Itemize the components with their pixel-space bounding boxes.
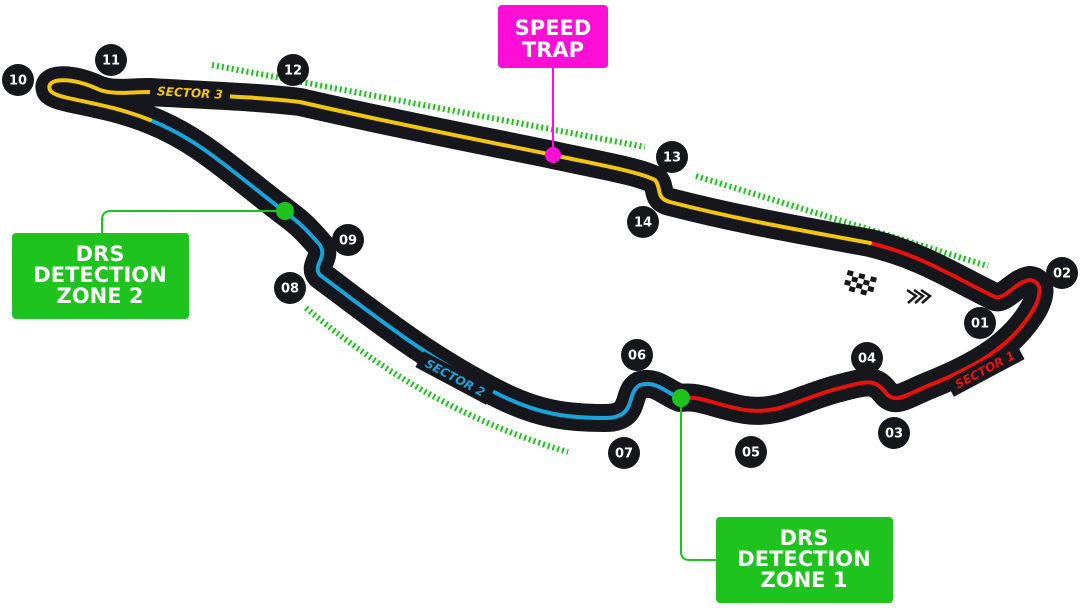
corner-10-badge: 10 xyxy=(2,64,34,96)
sector-1-line xyxy=(678,241,1042,413)
svg-text:04: 04 xyxy=(858,352,876,367)
svg-text:ZONE 2: ZONE 2 xyxy=(57,284,144,308)
corner-06-badge: 06 xyxy=(621,339,653,371)
checkered-flag-icon xyxy=(844,270,877,296)
corner-13-badge: 13 xyxy=(656,141,688,173)
svg-text:01: 01 xyxy=(971,317,989,332)
corner-09-badge: 09 xyxy=(332,224,364,256)
corner-07-badge: 07 xyxy=(608,437,640,469)
corner-03-badge: 03 xyxy=(878,417,910,449)
corner-02-badge: 02 xyxy=(1046,257,1078,289)
corner-14-badge: 14 xyxy=(627,206,659,238)
svg-text:DETECTION: DETECTION xyxy=(737,547,870,571)
svg-text:SECTOR 3: SECTOR 3 xyxy=(157,84,223,101)
svg-text:10: 10 xyxy=(9,74,27,89)
corner-11-badge: 11 xyxy=(95,44,127,76)
corner-12-badge: 12 xyxy=(277,54,309,86)
svg-text:14: 14 xyxy=(634,216,652,231)
svg-text:02: 02 xyxy=(1053,267,1071,282)
svg-text:SPEED: SPEED xyxy=(515,16,592,40)
drs-zone-3 xyxy=(304,305,569,455)
corner-01-badge: 01 xyxy=(964,307,996,339)
corner-08-badge: 08 xyxy=(274,272,306,304)
drs-zone-2 xyxy=(695,173,989,269)
svg-text:11: 11 xyxy=(102,54,120,69)
svg-text:DRS: DRS xyxy=(780,526,829,550)
svg-text:03: 03 xyxy=(885,427,903,442)
svg-text:06: 06 xyxy=(628,349,646,364)
svg-text:DRS: DRS xyxy=(76,242,125,266)
svg-text:TRAP: TRAP xyxy=(522,38,584,62)
sector-3-line xyxy=(47,78,872,245)
corner-05-badge: 05 xyxy=(735,436,767,468)
svg-text:DETECTION: DETECTION xyxy=(33,263,166,287)
corner-04-badge: 04 xyxy=(851,342,883,374)
svg-text:07: 07 xyxy=(615,447,633,462)
drs-zone-1 xyxy=(211,62,646,150)
svg-text:12: 12 xyxy=(284,64,302,79)
direction-chevrons-icon xyxy=(906,288,933,304)
sector-3-label: SECTOR 3 xyxy=(149,81,231,105)
svg-text:ZONE 1: ZONE 1 xyxy=(761,568,848,592)
svg-text:05: 05 xyxy=(742,446,760,461)
svg-text:13: 13 xyxy=(663,151,681,166)
svg-text:09: 09 xyxy=(339,234,357,249)
svg-text:08: 08 xyxy=(281,282,299,297)
